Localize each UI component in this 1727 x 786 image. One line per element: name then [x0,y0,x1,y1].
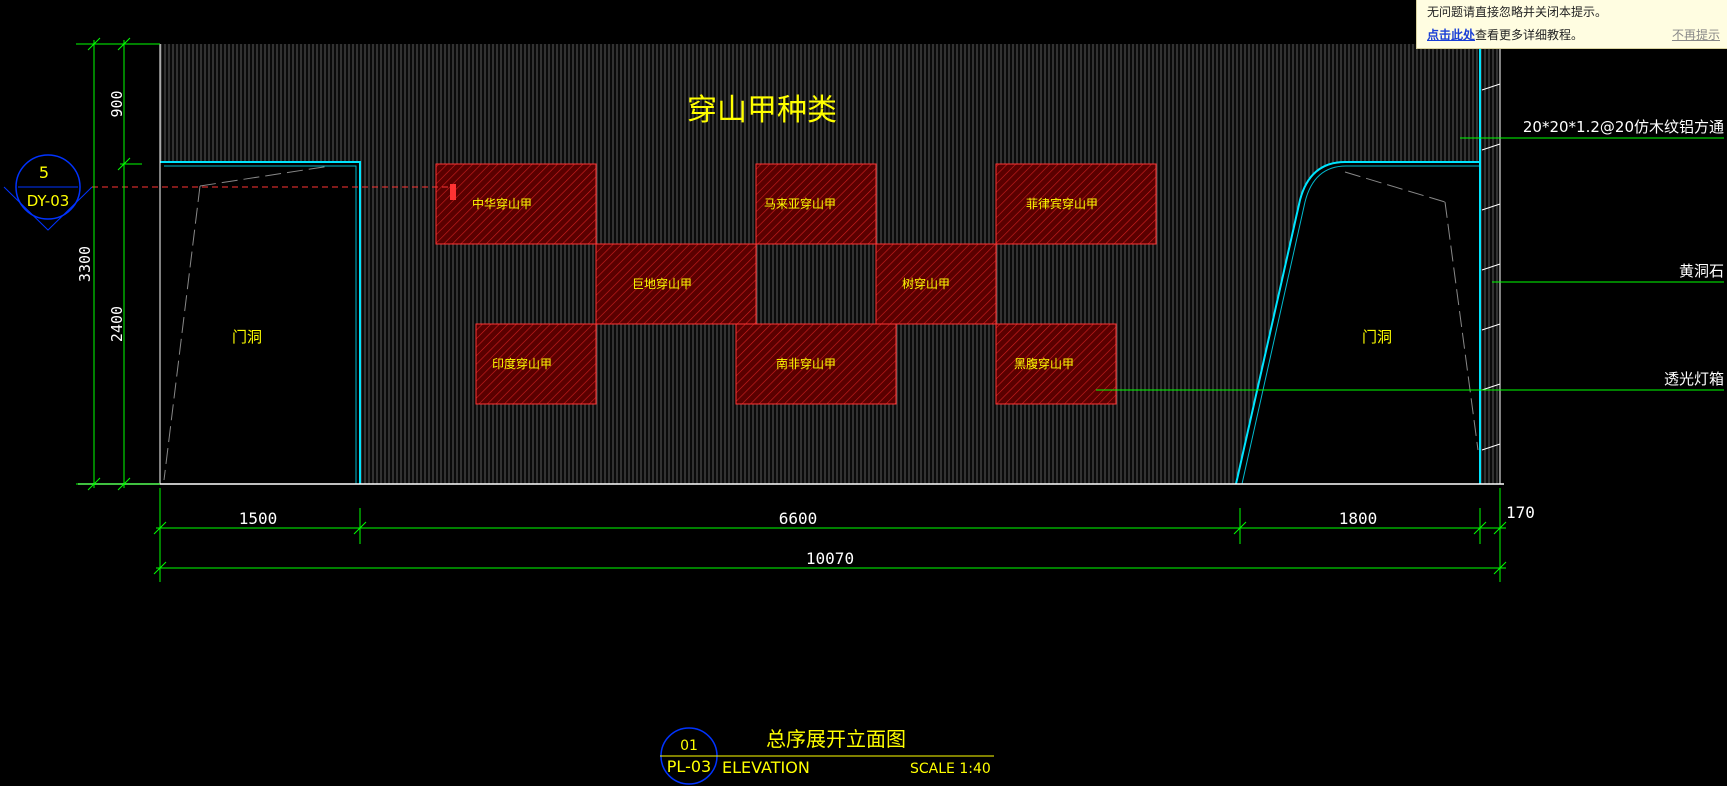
dim-total: 10070 [806,549,854,568]
panel-7 [735,323,897,405]
title-label: ELEVATION [722,758,810,777]
dim-3300: 3300 [76,246,94,282]
right-door: 门洞 [1235,161,1480,485]
species-panels [435,163,1157,405]
title-number: 01 [680,738,698,754]
hint-link[interactable]: 点击此处 [1427,28,1476,42]
species-label: 黑腹穿山甲 [1014,356,1074,371]
annotation-leaders [1096,137,1724,391]
panel-1 [435,163,597,245]
species-label: 印度穿山甲 [492,356,552,371]
main-title: 穿山甲种类 [687,93,837,128]
hint-line1: 无问题请直接忽略并关闭本提示。 [1427,5,1608,19]
hint-line2-wrap: 点击此处查看更多详细教程。 [1427,26,1583,43]
title-sheet: PL-03 [667,757,711,776]
vertical-dimensions [76,37,160,491]
dim-2400: 2400 [108,306,126,342]
hint-dismiss-link[interactable]: 不再提示 [1671,28,1720,42]
panel-8 [995,323,1117,405]
species-label: 巨地穿山甲 [632,276,692,291]
title-scale: SCALE 1:40 [910,761,991,777]
dim-1800: 1800 [1339,509,1378,528]
species-label: 中华穿山甲 [472,196,532,211]
hint-popup: 无问题请直接忽略并关闭本提示。 点击此处查看更多详细教程。 不再提示 [1416,0,1727,49]
panel-2 [755,163,877,245]
panel-3 [995,163,1157,245]
dim-170: 170 [1506,503,1535,522]
species-label: 树穿山甲 [902,276,950,291]
annotation-lightbox: 透光灯箱 [1664,370,1724,388]
species-label: 马来亚穿山甲 [764,196,836,211]
panel-6 [475,323,597,405]
species-label: 菲律宾穿山甲 [1026,196,1098,211]
annotation-aluminum: 20*20*1.2@20仿木纹铝方通 [1523,118,1724,136]
dim-1500: 1500 [239,509,278,528]
title-block: 01 PL-03 总序展开立面图 ELEVATION SCALE 1:40 [660,727,994,785]
species-label: 南非穿山甲 [776,356,836,371]
dim-900: 900 [108,90,126,117]
horizontal-dimensions [153,488,1507,582]
left-door: 门洞 [160,161,361,484]
annotation-travertine: 黄洞石 [1679,262,1724,280]
dim-6600: 6600 [779,509,818,528]
title-text: 总序展开立面图 [766,727,906,751]
section-sheet: DY-03 [27,192,70,210]
hint-line2: 查看更多详细教程。 [1475,28,1584,42]
panel-5 [875,243,997,325]
section-number: 5 [39,163,49,182]
species-labels: 中华穿山甲 马来亚穿山甲 菲律宾穿山甲 巨地穿山甲 树穿山甲 印度穿山甲 南非穿… [472,196,1098,371]
door-label-right: 门洞 [1362,328,1392,346]
door-label-left: 门洞 [232,328,262,346]
section-callout: 5 DY-03 [3,154,456,231]
panel-4 [595,243,757,325]
